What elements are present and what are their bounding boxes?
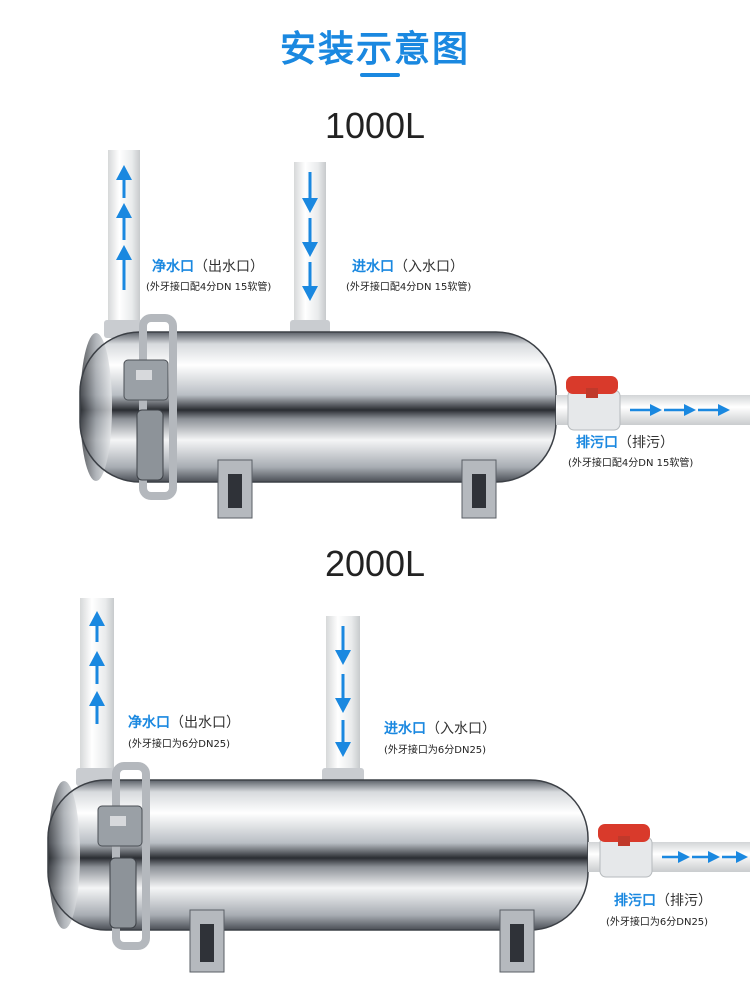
clamp-band	[97, 762, 150, 950]
drain-label-2000l: 排污口（排污）	[614, 893, 712, 909]
tank-foot-left	[189, 909, 225, 973]
page-title: 安装示意图	[279, 29, 470, 70]
tank-left-cap	[48, 781, 80, 929]
clamp-band	[123, 314, 177, 500]
diagram-1000l: 净水口（出水口） (外牙接口配4分DN 15软管) 进水口（入水口） (外牙接口…	[0, 140, 750, 530]
inlet-spec-1000l: (外牙接口配4分DN 15软管)	[346, 282, 472, 293]
tank-foot-left	[217, 459, 253, 519]
drain-label-1000l: 排污口（排污）	[576, 435, 674, 451]
tank-illustration-1000l	[79, 150, 750, 519]
outlet-spec-1000l: (外牙接口配4分DN 15软管)	[146, 282, 272, 293]
right-arrows-drain	[630, 404, 730, 416]
up-arrows-outlet	[89, 611, 105, 724]
red-valve-handle	[566, 376, 618, 398]
title-underline	[360, 73, 400, 77]
outlet-label-1000l: 净水口（出水口）	[152, 259, 264, 275]
tank-foot-right	[499, 909, 535, 973]
drain-spec-2000l: (外牙接口为6分DN25)	[606, 917, 709, 928]
red-valve-handle	[598, 824, 650, 846]
tank-body	[80, 332, 556, 482]
inlet-spec-2000l: (外牙接口为6分DN25)	[384, 745, 487, 756]
inlet-label-1000l: 进水口（入水口）	[352, 259, 464, 275]
tank-foot-right	[461, 459, 497, 519]
drain-spec-1000l: (外牙接口配4分DN 15软管)	[568, 458, 694, 469]
right-arrows-drain	[662, 851, 748, 863]
outlet-spec-2000l: (外牙接口为6分DN25)	[128, 739, 231, 750]
diagram-2000l: 净水口（出水口） (外牙接口为6分DN25) 进水口（入水口） (外牙接口为6分…	[0, 592, 750, 992]
down-arrows-inlet	[335, 626, 351, 757]
up-arrows-outlet	[116, 165, 132, 290]
tank-illustration-2000l	[47, 598, 750, 973]
outlet-label-2000l: 净水口（出水口）	[128, 715, 240, 731]
model-label-2000l: 2000L	[324, 543, 426, 584]
down-arrows-inlet	[302, 172, 318, 301]
inlet-label-2000l: 进水口（入水口）	[384, 721, 496, 737]
tank-left-cap	[80, 333, 112, 481]
tank-body	[48, 780, 588, 930]
model-label-1000l: 1000L	[324, 105, 426, 146]
